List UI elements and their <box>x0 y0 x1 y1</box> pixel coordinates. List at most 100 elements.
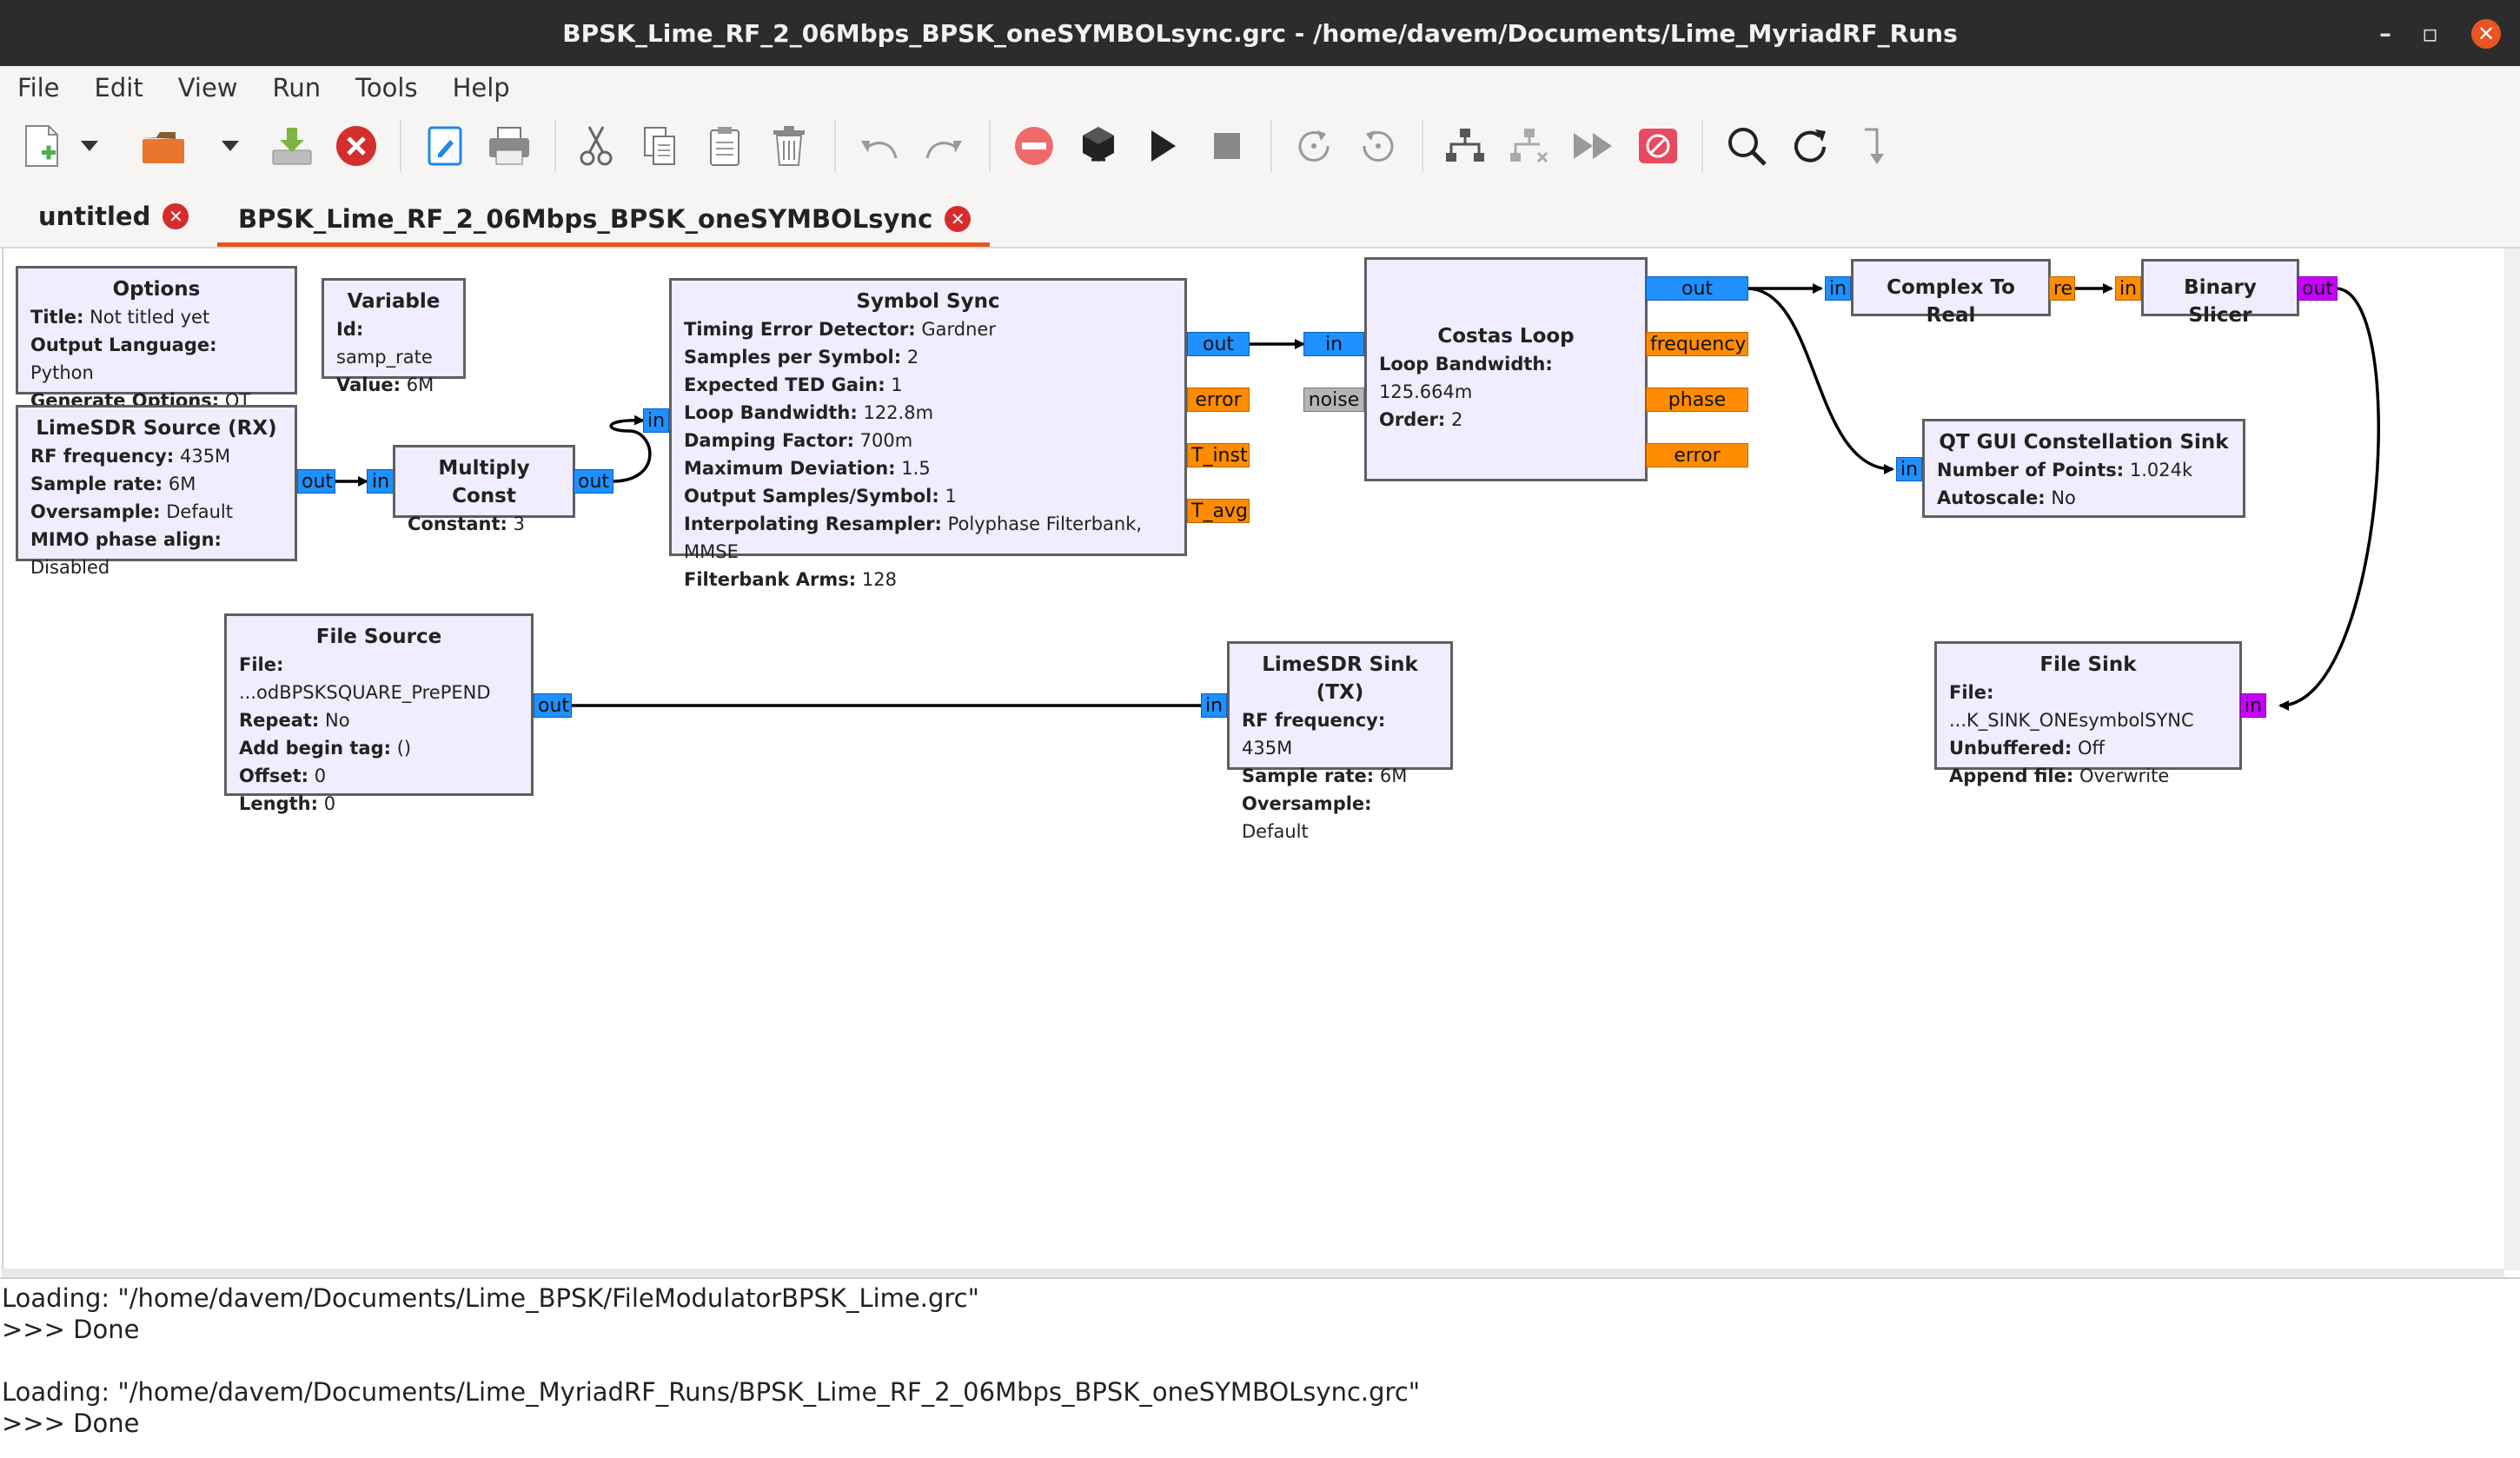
close-icon <box>336 126 376 166</box>
enable-block-button[interactable] <box>1441 122 1489 170</box>
paste-button[interactable] <box>700 122 749 170</box>
block-title: LimeSDR Sink (TX) <box>1262 653 1418 704</box>
block-file-sink[interactable]: File Sink File: ...K_SINK_ONEsymbolSYNC … <box>1934 641 2242 786</box>
tab-bpsk-flowgraph[interactable]: BPSK_Lime_RF_2_06Mbps_BPSK_oneSYMBOLsync… <box>217 195 991 247</box>
toolbar-separator <box>554 120 556 172</box>
block-limesdr-sink[interactable]: LimeSDR Sink (TX) RF frequency: 435M Sam… <box>1227 641 1453 842</box>
block-variable[interactable]: Variable Id: samp_rate Value: 6M <box>322 278 466 395</box>
block-symbol-sync[interactable]: Symbol Sync Timing Error Detector: Gardn… <box>669 278 1187 590</box>
port-multiply-in[interactable]: in <box>367 469 395 494</box>
window-title: BPSK_Lime_RF_2_06Mbps_BPSK_oneSYMBOLsync… <box>562 18 1958 48</box>
tab-close-icon[interactable]: ✕ <box>945 205 972 232</box>
block-param: Constant: 3 <box>408 514 525 534</box>
vertical-scrollbar[interactable] <box>2504 249 2520 1270</box>
window-close-button[interactable]: ✕ <box>2471 19 2501 49</box>
port-filesource-out[interactable]: out <box>534 693 572 718</box>
port-symbolsync-tavg[interactable]: T_avg <box>1187 499 1250 523</box>
new-button[interactable] <box>17 122 66 170</box>
horizontal-scrollbar[interactable] <box>2 1269 2504 1277</box>
open-dropdown-button[interactable] <box>217 122 243 170</box>
delete-button[interactable] <box>765 122 813 170</box>
port-costas-noise[interactable]: noise <box>1303 388 1364 412</box>
execute-button[interactable] <box>1138 122 1187 170</box>
block-constellation-sink[interactable]: QT GUI Constellation Sink Number of Poin… <box>1922 419 2245 518</box>
block-title: Costas Loop <box>1437 325 1575 348</box>
menu-file[interactable]: File <box>17 73 60 103</box>
port-source-out[interactable]: out <box>297 469 335 494</box>
menu-view[interactable]: View <box>177 73 238 103</box>
generate-button[interactable] <box>1074 122 1123 170</box>
port-symbolsync-out[interactable]: out <box>1187 332 1250 356</box>
save-button[interactable] <box>268 122 316 170</box>
block-binary-slicer[interactable]: Binary Slicer <box>2141 259 2299 327</box>
connection-slicer-to-filesink <box>2278 287 2380 711</box>
undo-button[interactable] <box>855 122 904 170</box>
disable-button[interactable] <box>1010 122 1058 170</box>
block-title: LimeSDR Source (RX) <box>36 417 277 440</box>
menu-help[interactable]: Help <box>452 73 510 103</box>
menu-tools[interactable]: Tools <box>355 73 418 103</box>
menu-edit[interactable]: Edit <box>94 73 143 103</box>
cut-button[interactable] <box>572 122 620 170</box>
edit-button[interactable] <box>421 122 469 170</box>
edit-icon <box>428 126 462 166</box>
port-costas-phase[interactable]: phase <box>1646 388 1748 412</box>
port-symbolsync-error[interactable]: error <box>1187 388 1250 412</box>
port-costas-error[interactable]: error <box>1646 443 1748 467</box>
toolbar-separator <box>1422 120 1423 172</box>
minimize-button[interactable]: – <box>2379 0 2391 66</box>
close-button[interactable] <box>332 122 381 170</box>
copy-button[interactable] <box>636 122 685 170</box>
tab-untitled[interactable]: untitled ✕ <box>38 195 189 238</box>
block-param: Unbuffered: Off <box>1949 738 2105 759</box>
port-filesink-in[interactable]: in <box>2240 693 2266 718</box>
maximize-button[interactable]: ▫ <box>2422 0 2438 66</box>
port-limesink-in[interactable]: in <box>1201 693 1227 718</box>
execute-icon <box>1151 130 1176 162</box>
block-multiply-const[interactable]: Multiply Const Constant: 3 <box>393 445 575 534</box>
port-constellation-in[interactable]: in <box>1896 457 1922 481</box>
toolbar-separator <box>834 120 836 172</box>
raise-button[interactable] <box>1851 122 1900 170</box>
block-param: RF frequency: 435M <box>30 446 231 467</box>
rotate-ccw-button[interactable] <box>1290 122 1338 170</box>
port-complextoreal-out[interactable]: re <box>2049 276 2075 301</box>
block-title: Variable <box>347 290 441 313</box>
block-options[interactable]: Options Title: Not titled yet Output Lan… <box>16 266 297 439</box>
block-param: Order: 2 <box>1379 409 1463 430</box>
flowgraph-canvas[interactable]: Options Title: Not titled yet Output Lan… <box>2 249 2506 1270</box>
tab-close-icon[interactable]: ✕ <box>162 203 189 229</box>
new-dropdown-button[interactable] <box>76 122 103 170</box>
rotate-cw-button[interactable] <box>1354 122 1403 170</box>
port-symbolsync-tinst[interactable]: T_inst <box>1187 443 1250 467</box>
port-slicer-out[interactable]: out <box>2298 276 2338 301</box>
port-costas-in[interactable]: in <box>1303 332 1364 356</box>
kill-button[interactable] <box>1634 122 1682 170</box>
block-file-source[interactable]: File Source File: ...odBPSKSQUARE_PrePEN… <box>224 613 534 814</box>
block-param: Loop Bandwidth: 125.664m <box>1379 354 1553 402</box>
find-button[interactable] <box>1722 122 1771 170</box>
bypass-button[interactable] <box>1569 122 1618 170</box>
port-costas-frequency[interactable]: frequency <box>1646 332 1748 356</box>
port-complextoreal-in[interactable]: in <box>1825 276 1851 301</box>
toolbar-separator <box>400 120 401 172</box>
menu-run[interactable]: Run <box>272 73 322 103</box>
block-limesdr-source[interactable]: LimeSDR Source (RX) RF frequency: 435M S… <box>16 405 297 578</box>
open-button[interactable] <box>139 122 188 170</box>
reload-button[interactable] <box>1787 122 1835 170</box>
redo-button[interactable] <box>919 122 968 170</box>
tab-bar: untitled ✕ BPSK_Lime_RF_2_06Mbps_BPSK_on… <box>0 184 2520 249</box>
block-costas-loop[interactable]: Costas Loop Loop Bandwidth: 125.664m Ord… <box>1364 257 1648 481</box>
port-symbolsync-in[interactable]: in <box>643 408 669 433</box>
bypass-icon <box>1574 133 1612 159</box>
minimize-icon: – <box>2379 18 2391 48</box>
print-button[interactable] <box>485 122 534 170</box>
disable-block-button[interactable] <box>1505 122 1554 170</box>
port-costas-out[interactable]: out <box>1646 276 1748 301</box>
port-multiply-out[interactable]: out <box>574 469 613 494</box>
block-title: QT GUI Constellation Sink <box>1939 431 2229 454</box>
block-complex-to-real[interactable]: Complex To Real <box>1851 259 2051 327</box>
port-slicer-in[interactable]: in <box>2115 276 2141 301</box>
generate-icon <box>1083 127 1114 162</box>
stop-button[interactable] <box>1203 122 1251 170</box>
